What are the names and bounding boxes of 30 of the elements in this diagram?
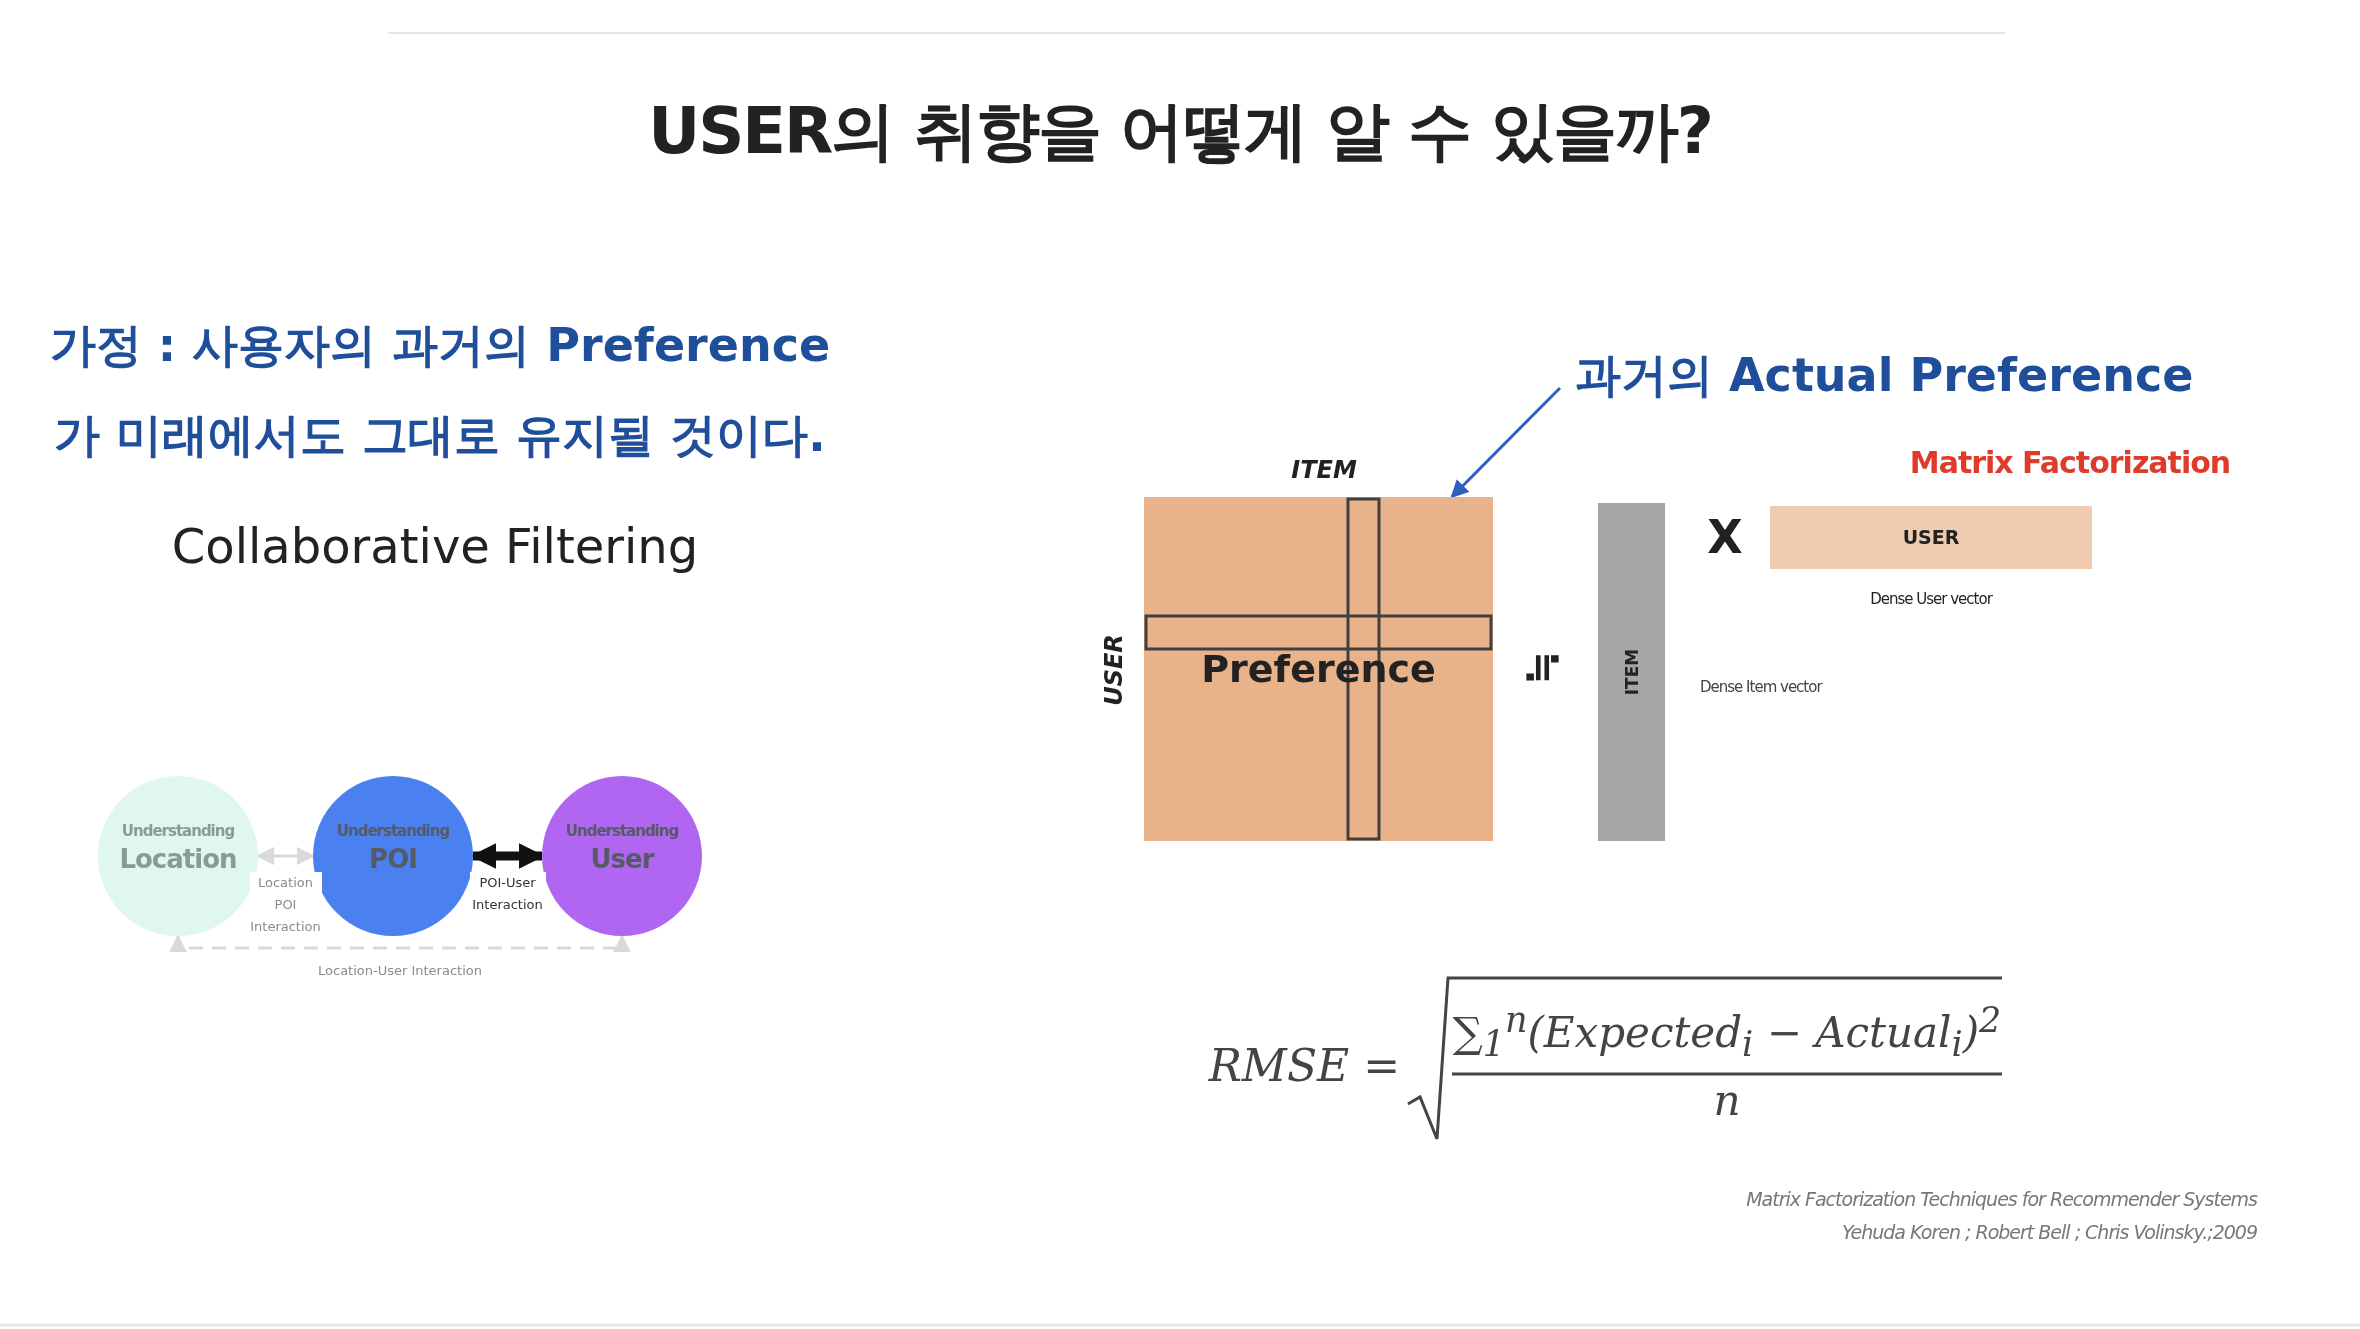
formula-text: ∑$_{1}$$^{n}$(Expected$_{i}$ − Actual$_{i}$)$^{2}$ bbox=[1452, 1000, 2002, 1065]
callout-text: 과거의 Actual Preference bbox=[1575, 345, 2194, 407]
formula-text: n bbox=[1712, 1076, 1742, 1125]
formula-text: RMSE = bbox=[1207, 1040, 1400, 1091]
vector-caption: Dense User vector bbox=[1869, 590, 1994, 608]
bar-label: USER bbox=[1901, 526, 1961, 548]
axis-label: ITEM bbox=[1290, 456, 1358, 484]
node-heading: Understanding bbox=[120, 822, 236, 840]
node-title: Location bbox=[118, 844, 238, 874]
node-heading: Understanding bbox=[335, 822, 451, 840]
node-title: User bbox=[589, 844, 656, 874]
bar-label: ITEM bbox=[1621, 647, 1642, 698]
item-vector-bar bbox=[1598, 503, 1665, 841]
axis-label: USER bbox=[1100, 633, 1128, 708]
node-title: POI bbox=[368, 844, 418, 874]
citation-text: Yehuda Koren ; Robert Bell ; Chris Volinsky.;2009 bbox=[1841, 1221, 2257, 1243]
method-title: Matrix Factorization bbox=[1908, 445, 2232, 480]
hypothesis-text: 가정 : 사용자의 과거의 Preference가 미래에서도 그대로 유지될 것이다. bbox=[48, 317, 832, 464]
dashed-arrow bbox=[169, 934, 631, 953]
node-heading: Understanding bbox=[564, 822, 680, 840]
citation-text: Matrix Factorization Techniques for Recommender Systems bbox=[1745, 1188, 2257, 1210]
arrow bbox=[256, 847, 315, 865]
leader-arrow bbox=[1450, 386, 1562, 499]
user-vector-bar bbox=[1770, 506, 2092, 569]
vector-caption: Dense Item vector bbox=[1700, 678, 1824, 696]
preference-matrix bbox=[1144, 497, 1493, 841]
section-heading: Collaborative Filtering bbox=[170, 518, 700, 574]
multiply-sign: X bbox=[1706, 510, 1744, 564]
slide-title: USER의 취향을 어떻게 알 수 있을까? bbox=[647, 93, 1713, 170]
approx-sign: ≒ bbox=[1521, 650, 1567, 687]
